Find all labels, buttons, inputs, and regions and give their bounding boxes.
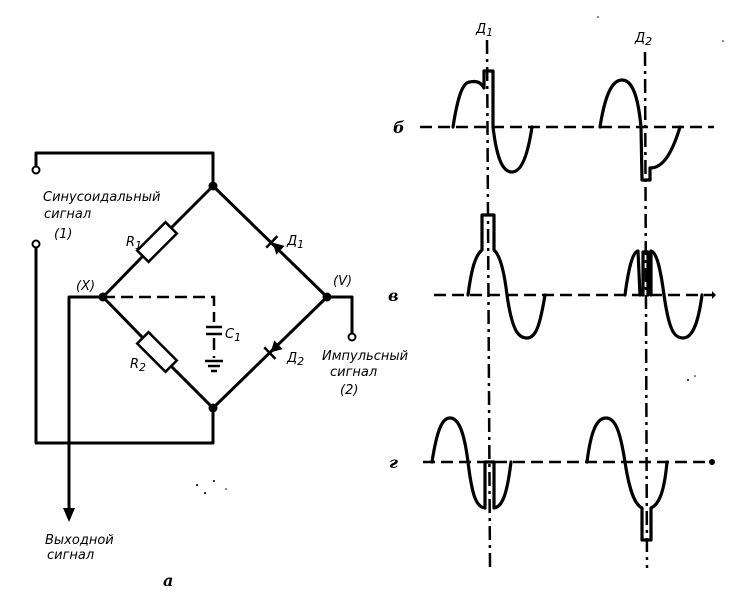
r1-label: R1 — [126, 235, 142, 252]
marker-d2-line — [643, 51, 649, 569]
node-bottom — [208, 403, 218, 413]
waveform-row-b-cycle1 — [451, 69, 534, 174]
wire-input1-to-top-node — [34, 151, 215, 188]
row-label-v: в — [388, 286, 399, 305]
waveform-row-b-cycle2 — [598, 78, 682, 182]
ground-icon — [205, 359, 223, 373]
circuit-schematic: Синусоидальный сигнал (1) R1 R2 C1 Д1 Д2… — [31, 151, 408, 590]
node-v — [322, 292, 332, 302]
marker-d1-line — [485, 39, 492, 569]
wire-r1-lower — [101, 255, 144, 299]
waveform-row-g-cycle2 — [585, 416, 669, 542]
diode-d2 — [263, 340, 283, 360]
output-arrow-icon — [63, 508, 75, 522]
waveform-row-g-cycle1 — [430, 416, 513, 510]
input1-label-line2: сигнал — [44, 207, 91, 222]
resistor-r2 — [135, 330, 179, 374]
endpoint-row-g-icon — [709, 459, 715, 465]
node-top — [208, 181, 218, 191]
diode-d1 — [265, 235, 285, 255]
output-label-line2: сигнал — [47, 548, 94, 563]
node-x — [98, 292, 108, 302]
marker-d2-label: Д2 — [634, 31, 652, 48]
input1-label-line1: Синусоидальный — [43, 190, 160, 205]
input2-terminal — [347, 332, 357, 342]
resistor-r1 — [135, 220, 179, 264]
wire-d1 — [211, 184, 329, 299]
marker-d1-label: Д1 — [475, 22, 493, 39]
wire-r2-lower — [170, 365, 215, 410]
input2-label-line1: Импульсный — [322, 349, 408, 364]
wire-r1-upper — [170, 184, 215, 229]
d2-label: Д2 — [286, 351, 304, 368]
waveform-row-v-cycle2 — [623, 249, 704, 340]
input2-number: (2) — [340, 383, 358, 398]
d1-label: Д1 — [286, 234, 304, 251]
input2-label-line2: сигнал — [330, 365, 377, 380]
output-label-line1: Выходной — [45, 533, 114, 548]
input1-terminal-a — [31, 165, 41, 175]
input1-number: (1) — [54, 227, 72, 242]
wire-output — [67, 295, 105, 512]
row-label-g: г — [389, 453, 398, 472]
wire-v-to-input2 — [325, 295, 354, 335]
r2-label: R2 — [130, 357, 146, 374]
row-label-b: б — [393, 118, 405, 137]
scan-noise — [196, 16, 724, 494]
figure-label-a: а — [163, 571, 173, 590]
arrow-row-v-icon — [712, 291, 716, 299]
wire-capacitor-dashed — [103, 295, 216, 322]
waveform-row-v-cycle1 — [466, 213, 547, 340]
node-v-label: (V) — [333, 274, 352, 289]
input1-terminal-b — [31, 239, 41, 249]
c1-label: C1 — [225, 327, 241, 344]
wire-r2-upper — [101, 295, 144, 339]
node-x-label: (X) — [76, 279, 95, 294]
waveform-plots: Д1 Д2 б в г — [388, 22, 716, 569]
wire-input1-to-bottom-node — [34, 246, 215, 445]
